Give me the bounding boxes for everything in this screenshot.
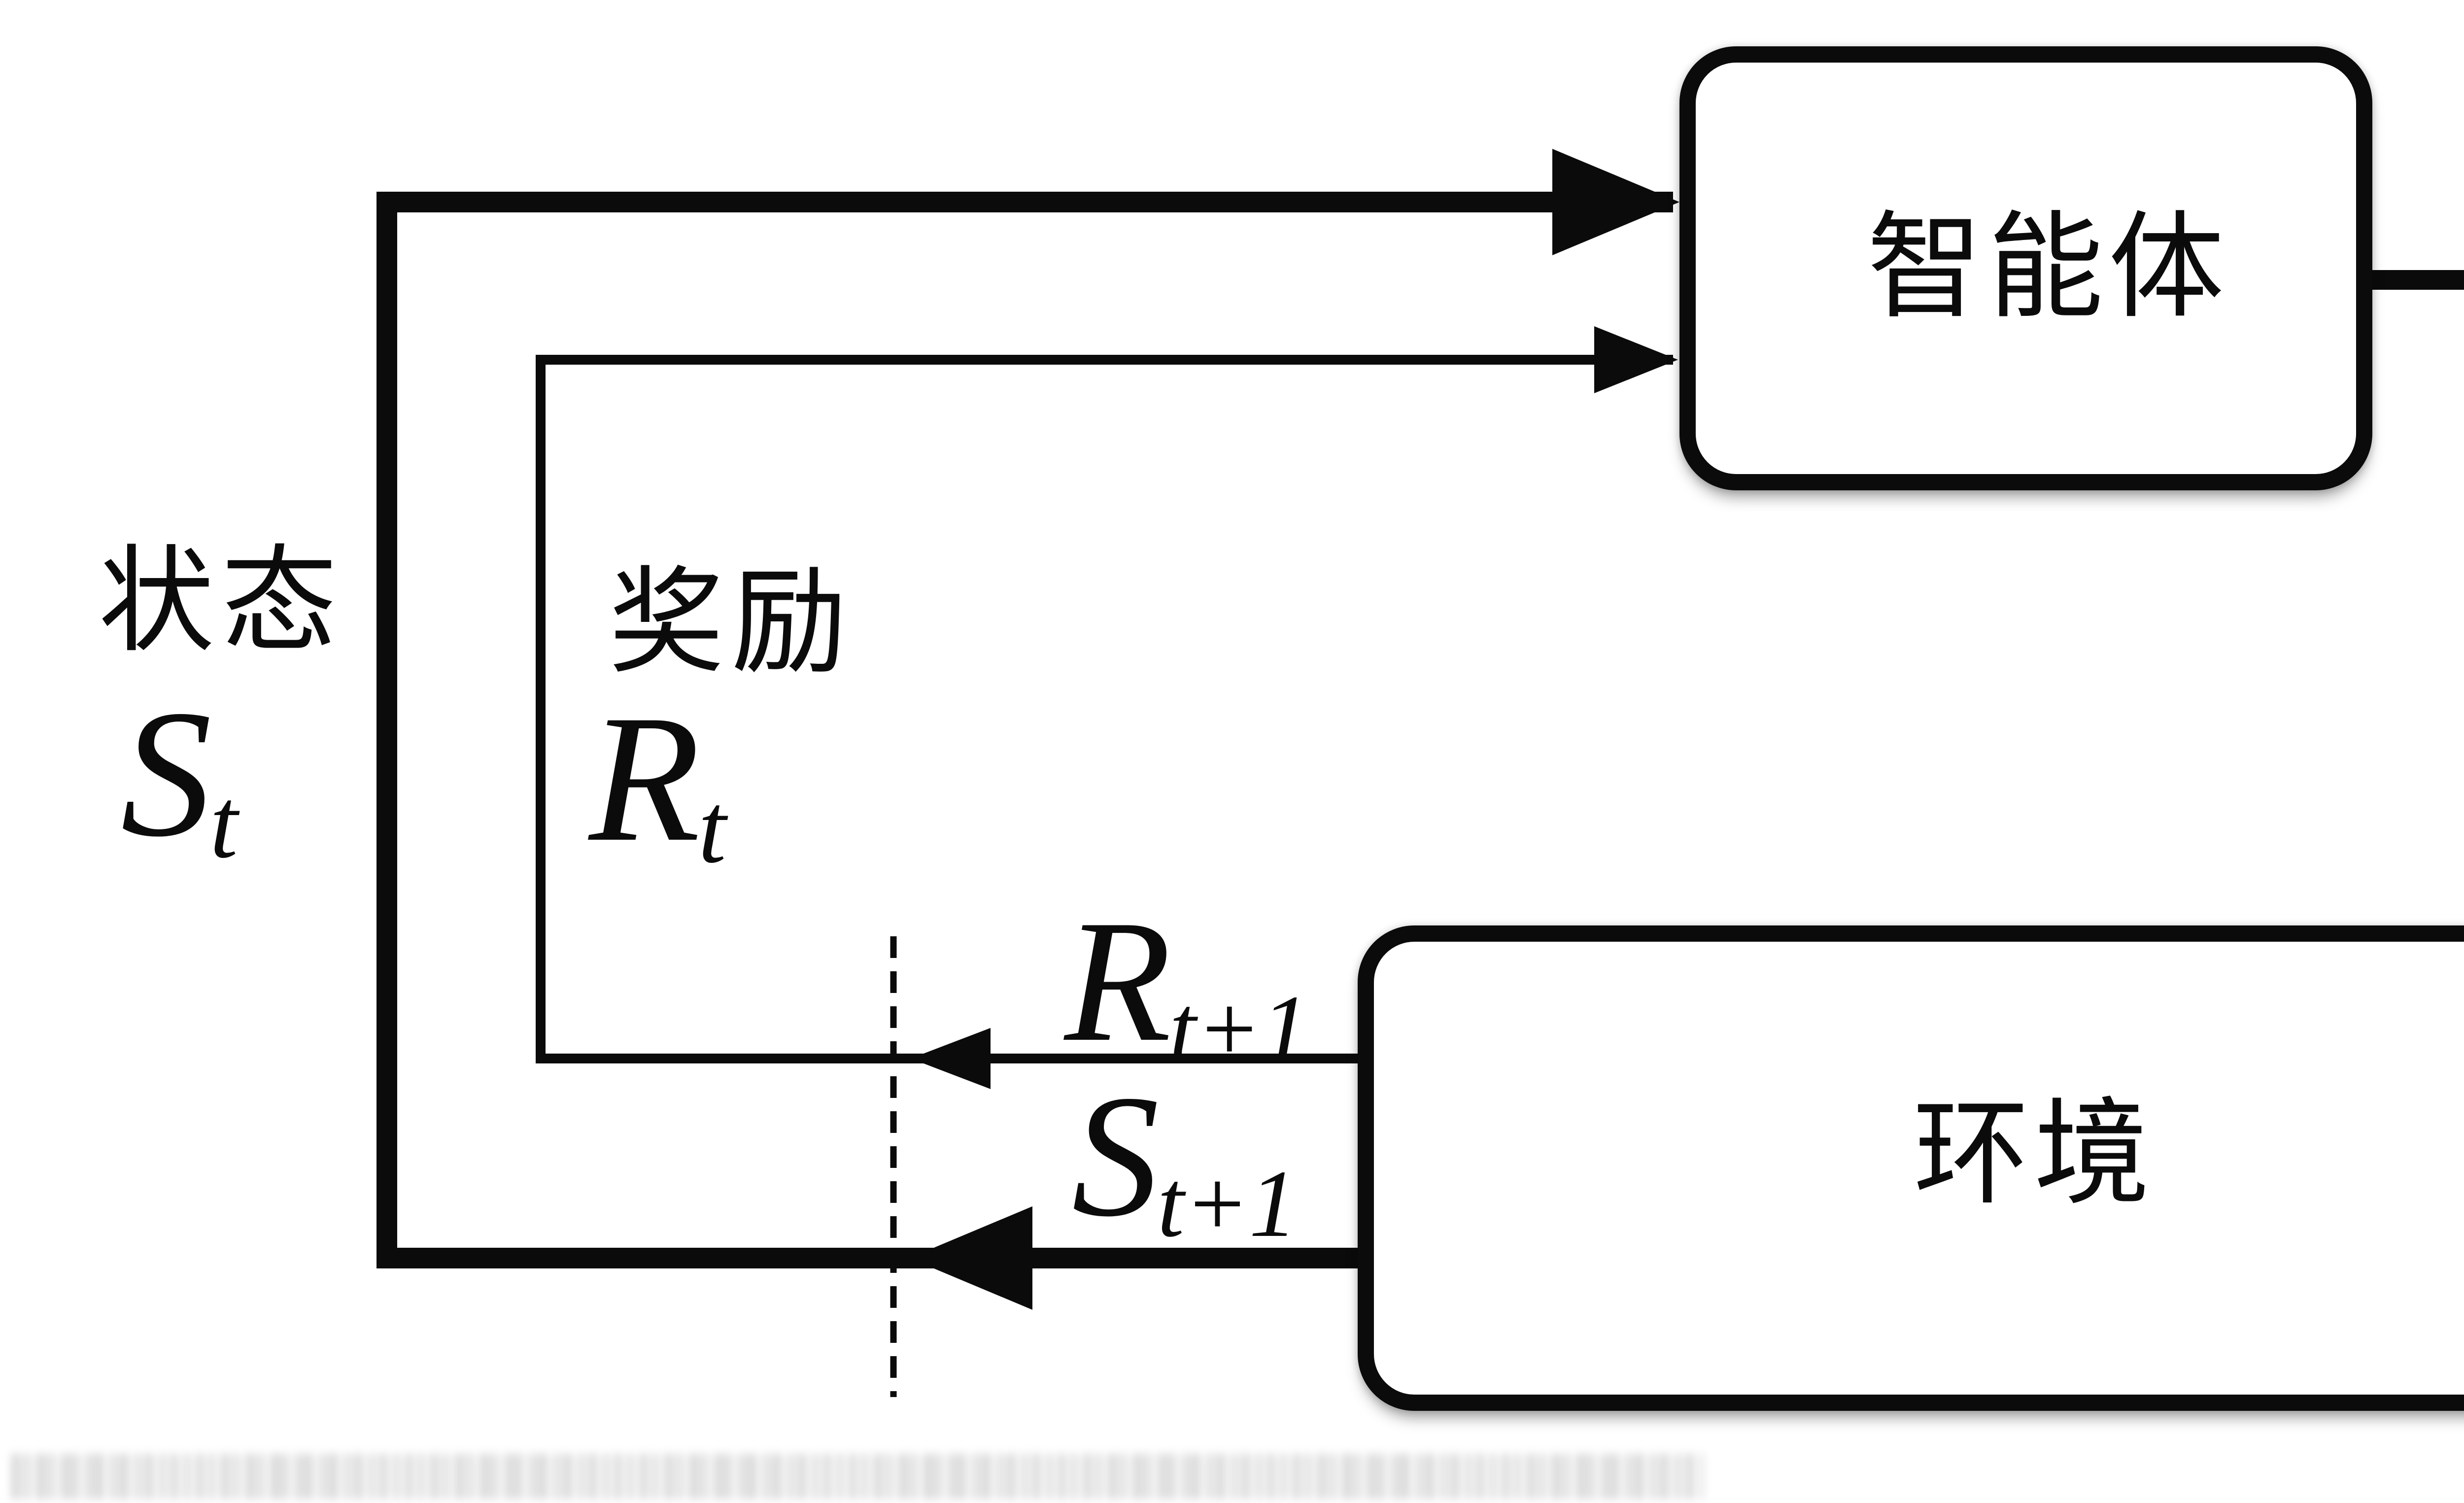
reward-symbol: Rt bbox=[589, 687, 728, 879]
next-reward-arrowhead-icon bbox=[911, 1028, 991, 1089]
environment-box: 环境 bbox=[1358, 925, 2464, 1411]
next-state-symbol-sub: t+1 bbox=[1157, 1150, 1298, 1257]
reward-label-cn: 奖励 bbox=[609, 559, 854, 687]
next-reward-symbol: Rt+1 bbox=[1064, 893, 1311, 1077]
state-symbol-base: S bbox=[121, 673, 212, 875]
environment-box-label: 环境 bbox=[1913, 1090, 2155, 1219]
next-state-arrowhead-icon bbox=[909, 1206, 1032, 1310]
truncated-caption-remnant bbox=[12, 1454, 1703, 1499]
next-reward-symbol-base: R bbox=[1064, 884, 1171, 1078]
state-arrowhead-into-agent-icon bbox=[1552, 149, 1679, 255]
state-label-cn: 状态 bbox=[99, 538, 344, 666]
next-state-symbol: St+1 bbox=[1072, 1068, 1299, 1252]
state-line bbox=[376, 192, 1673, 1268]
reward-symbol-sub: t bbox=[698, 773, 726, 884]
reward-arrowhead-into-agent-icon bbox=[1594, 326, 1678, 393]
next-reward-symbol-sub: t+1 bbox=[1169, 975, 1309, 1082]
next-state-symbol-base: S bbox=[1072, 1059, 1160, 1253]
state-symbol-sub: t bbox=[209, 768, 238, 879]
agent-box: 智能体 bbox=[1679, 46, 2372, 490]
agent-box-label: 智能体 bbox=[1867, 204, 2229, 332]
state-symbol: St bbox=[121, 683, 240, 874]
reward-symbol-base: R bbox=[589, 678, 701, 880]
